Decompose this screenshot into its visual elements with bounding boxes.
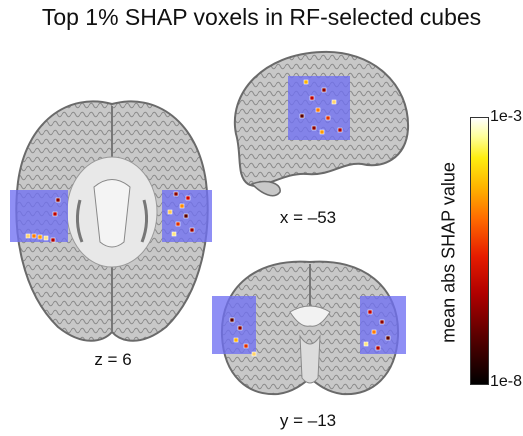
axial-brain-view xyxy=(10,100,212,342)
sagittal-label: x = –53 xyxy=(279,208,337,227)
colorbar-max-label: 1e-3 xyxy=(490,108,523,125)
axial-voxels xyxy=(25,191,195,243)
figure-title: Top 1% SHAP voxels in RF-selected cubes xyxy=(41,4,482,30)
coronal-cube-left xyxy=(212,296,256,354)
coronal-voxels xyxy=(229,309,391,357)
colorbar-title: mean abs SHAP value xyxy=(438,162,459,343)
axial-label: z = 6 xyxy=(94,350,132,369)
coronal-label: y = –13 xyxy=(279,411,337,430)
colorbar-min-label: 1e-8 xyxy=(490,373,523,390)
colorbar-gradient xyxy=(470,117,489,385)
coronal-brain-view xyxy=(212,260,406,396)
sagittal-brain-view xyxy=(233,50,410,197)
sagittal-voxels xyxy=(299,79,343,135)
